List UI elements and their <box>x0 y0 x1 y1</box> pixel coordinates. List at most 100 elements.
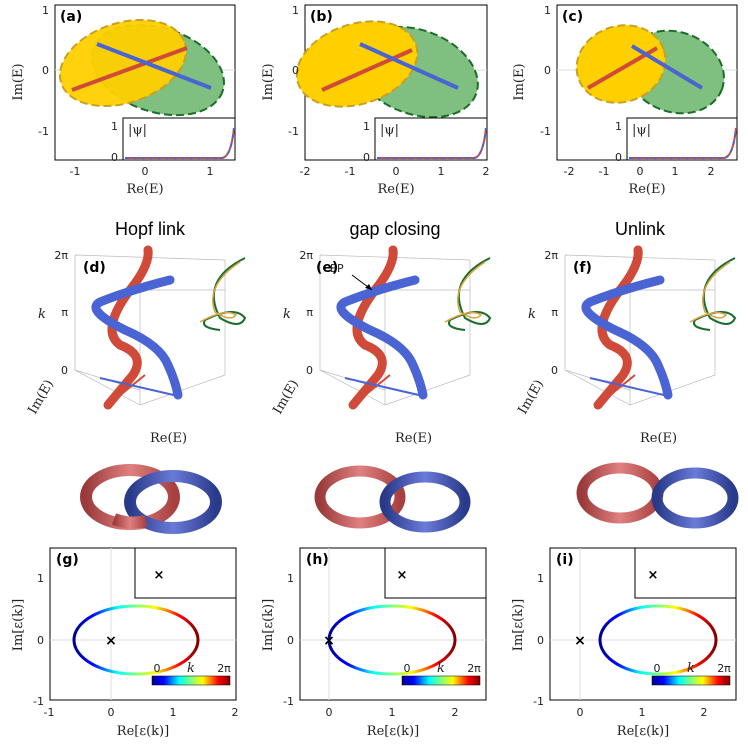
cbar-tick: 2π <box>217 662 231 675</box>
ytick: 1 <box>37 572 44 585</box>
panel-i: × × 0 k 2π 1 0 -1 0 1 2 Re[ε(k)] Im[ε(k)… <box>511 547 737 739</box>
origin-marker: × <box>323 633 335 649</box>
xtick: 0 <box>326 706 333 719</box>
tori-unlink <box>576 462 739 529</box>
ztick: 2π <box>299 249 313 262</box>
zlabel: k <box>283 307 291 322</box>
inset-label: |ψ| <box>380 123 399 138</box>
inset-tick: 1 <box>615 120 622 133</box>
ep-label: EP <box>330 262 344 275</box>
xtick: -1 <box>44 706 55 719</box>
row-title: Unlink <box>615 219 666 239</box>
ytick: 1 <box>544 4 551 17</box>
inset-tick: 1 <box>363 120 370 133</box>
svg-text:×: × <box>397 568 408 583</box>
ztick: 0 <box>61 364 68 377</box>
panel-label: (d) <box>83 260 106 276</box>
panel-label: (a) <box>60 9 82 25</box>
panel-label: (e) <box>316 260 338 276</box>
panel-g: × × 0 k 2π 1 0 -1 -1 0 1 2 Re[ε(k)] Im[ε… <box>11 547 239 739</box>
inset-tick: 0 <box>615 151 622 164</box>
xlabel: Re(E) <box>640 431 677 446</box>
ylabel: Im(E) <box>261 63 276 100</box>
panel-label: (f) <box>573 260 592 276</box>
ytick: -1 <box>533 695 544 708</box>
inset-box <box>122 117 236 161</box>
ytick: 0 <box>292 64 299 77</box>
xlabel: Re[ε(k)] <box>367 724 419 739</box>
xlabel: Re(E) <box>628 182 665 197</box>
svg-text:×: × <box>154 568 165 583</box>
box-edges <box>74 254 226 406</box>
xtick: -1 <box>345 165 356 178</box>
red-band <box>71 46 188 92</box>
inset-tick: 0 <box>111 151 118 164</box>
xtick: 2 <box>232 706 239 719</box>
panel-label: (h) <box>306 552 329 568</box>
panel-label: (c) <box>562 9 583 25</box>
xtick: -1 <box>599 165 610 178</box>
tori-hopf <box>80 464 222 534</box>
ztick: 2π <box>544 249 558 262</box>
xtick: 1 <box>672 165 679 178</box>
ytick: -1 <box>283 695 294 708</box>
cbar-tick: 0 <box>404 662 411 675</box>
ytick: -1 <box>288 125 299 138</box>
panel-b: |ψ| 1 0 1 0 -1 -2 -1 0 1 2 Re(E) Im(E) (… <box>261 4 490 197</box>
ylabel: Im(E) <box>512 63 527 100</box>
xtick: 2 <box>483 165 490 178</box>
xtick: -1 <box>70 165 81 178</box>
ytick: 1 <box>42 4 49 17</box>
cbar-tick: 0 <box>154 662 161 675</box>
xtick: 0 <box>108 706 115 719</box>
inset-tick: 0 <box>363 151 370 164</box>
panel-a: |ψ| 1 0 1 0 -1 -1 0 1 Re(E) Im(E) (a) <box>11 4 236 197</box>
ytick: 1 <box>287 572 294 585</box>
panel-f: 2π π 0 k Im(E) Re(E) (f) <box>515 245 737 446</box>
ytick: -1 <box>33 695 44 708</box>
ylabel: Im(E) <box>270 377 302 417</box>
inset-tick: 1 <box>111 120 118 133</box>
origin-marker: × <box>574 633 586 649</box>
svg-text:×: × <box>648 568 659 583</box>
panel-label: (i) <box>556 552 574 568</box>
ztick: 0 <box>306 364 313 377</box>
ylabel: Im[ε(k)] <box>11 599 26 651</box>
panel-label: (b) <box>310 9 333 25</box>
ztick: π <box>61 306 68 319</box>
row-title: gap closing <box>349 219 440 239</box>
cbar-tick: 2π <box>467 662 481 675</box>
projection-curves <box>203 257 247 331</box>
panel-h: × × 0 k 2π 1 0 -1 0 1 2 Re[ε(k)] Im[ε(k)… <box>261 547 487 739</box>
panel-label: (g) <box>56 552 79 568</box>
xtick: 2 <box>708 165 715 178</box>
ylabel: Im(E) <box>25 377 57 417</box>
cbar-label: k <box>687 661 695 676</box>
panel-d: 2π π 0 k Im(E) Re(E) (d) <box>25 245 247 446</box>
inset-label: |ψ| <box>128 123 147 138</box>
ylabel: Im(E) <box>515 377 547 417</box>
xtick: 1 <box>389 706 396 719</box>
spectrum-loop <box>72 604 200 676</box>
xtick: 2 <box>452 706 459 719</box>
ytick: 1 <box>537 572 544 585</box>
ztick: π <box>306 306 313 319</box>
xlabel: Re(E) <box>150 431 187 446</box>
panel-c: |ψ| 1 0 1 0 -1 -2 -1 0 1 2 Re(E) Im(E) (… <box>512 4 738 197</box>
blue-band <box>96 42 212 90</box>
xlabel: Re[ε(k)] <box>117 724 169 739</box>
panel-e: EP 2π π 0 k Im(E) Re(E) (e) <box>270 245 492 446</box>
ylabel: Im[ε(k)] <box>511 599 526 651</box>
cbar-tick: 2π <box>717 662 731 675</box>
xtick: 1 <box>207 165 214 178</box>
xtick: 1 <box>438 165 445 178</box>
xtick: 2 <box>701 706 708 719</box>
ytick: 0 <box>537 634 544 647</box>
xtick: -2 <box>564 165 575 178</box>
ytick: 0 <box>287 634 294 647</box>
ylabel: Im(E) <box>11 63 26 100</box>
xlabel: Re(E) <box>126 182 163 197</box>
xlabel: Re(E) <box>377 182 414 197</box>
cbar-label: k <box>187 661 195 676</box>
